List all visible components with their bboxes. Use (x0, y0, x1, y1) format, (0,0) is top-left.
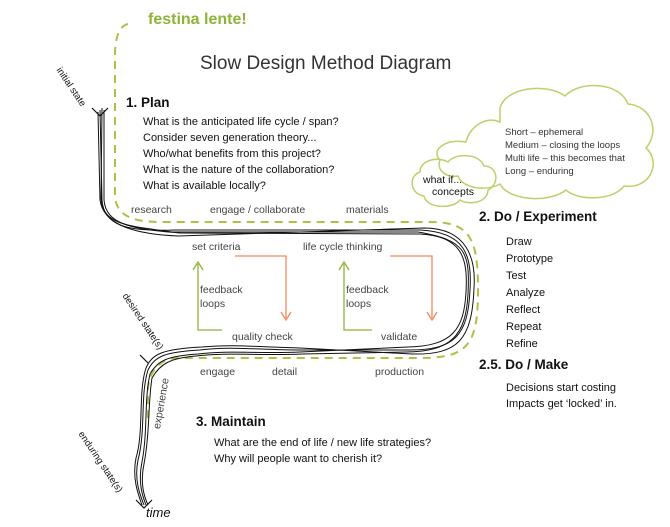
experiment-item: Refine (506, 338, 538, 350)
axis-time: time (146, 505, 171, 520)
label-life-cycle-thinking: life cycle thinking (303, 241, 383, 253)
label-feedback-loops-2: feedback loops (346, 284, 389, 310)
label-engage: engage (200, 366, 236, 378)
experiment-item: Draw (506, 236, 532, 248)
experiment-item: Analyze (506, 287, 546, 299)
motto: festina lente! (148, 11, 247, 28)
dashed-green-path (114, 23, 480, 418)
plan-item: Who/what benefits from this project? (143, 148, 321, 160)
experiment-list: Draw Prototype Test Analyze Reflect Repe… (506, 234, 553, 353)
maintain-heading: 3. Maintain (196, 414, 266, 429)
label-set-criteria: set criteria (192, 241, 241, 253)
what-if-label: what if... (423, 174, 463, 186)
experiment-heading: 2. Do / Experiment (479, 209, 597, 224)
concepts-label: concepts (432, 186, 475, 198)
label-production: production (375, 366, 425, 378)
small-cloud (411, 154, 497, 208)
experiment-item: Repeat (506, 321, 542, 333)
concept-cloud (436, 84, 654, 200)
label-engage-collaborate: engage / collaborate (210, 204, 306, 216)
lifespan-item: Multi life – this becomes that (505, 153, 625, 164)
experiment-item: Prototype (506, 253, 554, 265)
plan-item: What is available locally? (143, 180, 266, 192)
plan-item: What is the nature of the collaboration? (143, 164, 335, 176)
make-item: Decisions start costing (506, 382, 617, 394)
lifespan-item: Medium – closing the loops (505, 140, 621, 151)
feedback-loop-2 (338, 255, 438, 331)
process-path (97, 107, 475, 506)
label-detail: detail (272, 366, 298, 378)
maintain-item: What are the end of life / new life stra… (214, 437, 432, 449)
plan-heading: 1. Plan (126, 95, 170, 110)
experiment-item: Test (506, 270, 527, 282)
make-list: Decisions start costing Impacts get ‘loc… (506, 381, 617, 412)
plan-list: What is the anticipated life cycle / spa… (143, 114, 339, 194)
experiment-item: Reflect (506, 304, 541, 316)
label-research: research (131, 204, 172, 216)
make-item: Impacts get ‘locked’ in. (506, 397, 617, 410)
maintain-item: Why will people want to cherish it? (214, 452, 383, 465)
label-validate: validate (381, 331, 418, 343)
axis-markers (91, 107, 153, 509)
maintain-list: What are the end of life / new life stra… (214, 436, 431, 467)
lifespan-item: Short – ephemeral (505, 127, 584, 138)
lifespan-item: Long – enduring (505, 166, 574, 177)
label-materials: materials (346, 204, 389, 216)
make-heading: 2.5. Do / Make (479, 357, 569, 372)
label-feedback-loops-1: feedback loops (200, 284, 243, 310)
feedback-loop-1 (192, 255, 292, 331)
plan-item: What is the anticipated life cycle / spa… (143, 116, 339, 128)
label-quality-check: quality check (232, 331, 293, 343)
lifespan-list: Short – ephemeral Medium – closing the l… (505, 126, 625, 178)
diagram-title: Slow Design Method Diagram (200, 53, 452, 74)
plan-item: Consider seven generation theory... (143, 132, 317, 144)
